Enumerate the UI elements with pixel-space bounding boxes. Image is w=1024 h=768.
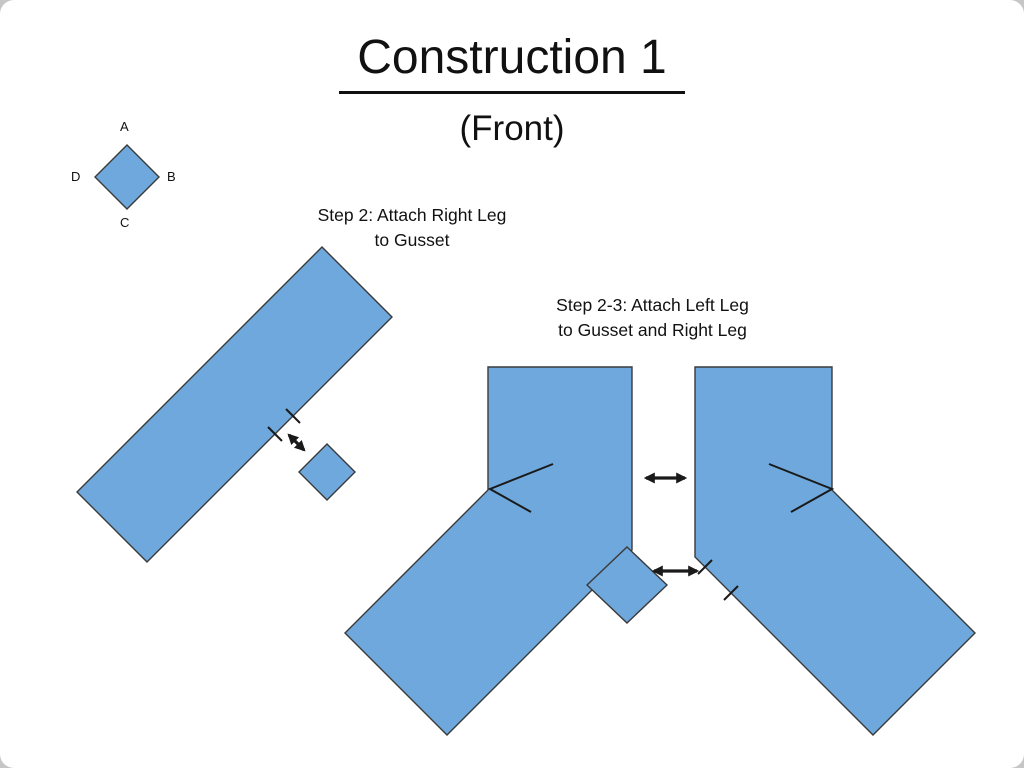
fold-mark [768,463,835,513]
annotation-step2-line1: Step 2: Attach Right Leg [317,205,507,225]
orientation-diamond [94,144,160,210]
title-row: Construction 1 [0,30,1024,94]
attach-arrow-step2 [287,433,306,452]
annotation-step23-line1: Step 2-3: Attach Left Leg [556,295,749,315]
seam-tick [267,426,283,442]
corner-label-a: A [120,119,129,134]
corner-label-b: B [167,169,176,184]
gusset-diamond-step2 [298,443,356,501]
annotation-step2-line2: to Gusset [374,230,450,250]
page-subtitle: (Front) [459,109,565,148]
page-title: Construction 1 [339,30,685,94]
annotation-step23-line2: to Gusset and Right Leg [558,320,747,340]
seam-tick [285,408,301,424]
annotation-step23: Step 2-3: Attach Left Leg to Gusset and … [530,293,775,343]
right-leg-polygon [76,246,393,563]
seam-tick [697,559,713,575]
fold-mark [487,463,554,513]
corner-label-c: C [120,215,130,230]
seam-tick [723,585,739,601]
right-leg-assembly-polygon [344,366,633,736]
corner-label-d: D [71,169,81,184]
annotation-step2: Step 2: Attach Right Leg to Gusset [297,203,527,253]
left-leg-assembly-polygon [694,366,976,736]
